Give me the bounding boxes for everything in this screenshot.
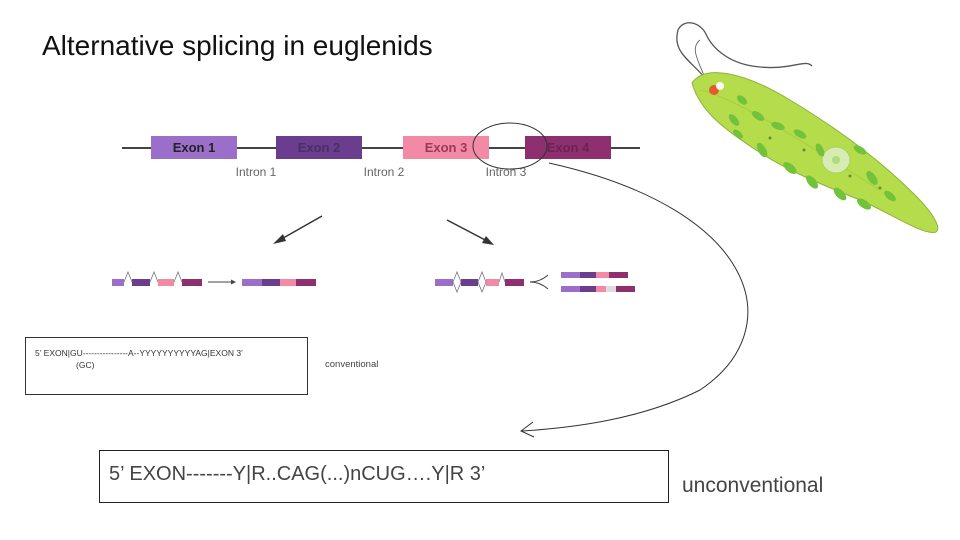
euglena-illustration	[676, 22, 939, 233]
conventional-splicing-diagram	[112, 270, 316, 286]
exon-4-label: Exon 4	[547, 140, 590, 155]
curved-arrow-icon	[520, 162, 749, 438]
conventional-note: (GC)	[76, 360, 95, 370]
exon-2-box	[276, 136, 362, 159]
exon-3-box	[403, 136, 489, 159]
unconventional-sequence-box: 5’ EXON-------Y|R..CAG(...)nCUG….Y|R 3’	[99, 450, 669, 503]
conventional-label: conventional	[325, 359, 379, 370]
intron-3-label: Intron 3	[486, 165, 527, 179]
conventional-sequence-box: 5’ EXON|GU----------------A--YYYYYYYYYYA…	[25, 337, 308, 395]
intron-3-highlight	[472, 122, 548, 170]
exon-2-label: Exon 2	[298, 140, 341, 155]
unconventional-sequence: 5’ EXON-------Y|R..CAG(...)nCUG….Y|R 3’	[109, 463, 486, 485]
unconventional-label: unconventional	[682, 474, 824, 497]
exon-1-box	[151, 136, 237, 159]
alternative-splicing-diagram	[435, 270, 635, 294]
exon-3-label: Exon 3	[425, 140, 468, 155]
intron-2-label: Intron 2	[364, 165, 405, 179]
right-arrow-icon	[446, 219, 494, 245]
slide-title: Alternative splicing in euglenids	[42, 30, 433, 61]
left-arrow-icon	[273, 215, 323, 244]
intron-1-label: Intron 1	[236, 165, 277, 179]
conventional-sequence: 5’ EXON|GU----------------A--YYYYYYYYYYA…	[35, 348, 243, 358]
exon-1-label: Exon 1	[173, 140, 216, 155]
